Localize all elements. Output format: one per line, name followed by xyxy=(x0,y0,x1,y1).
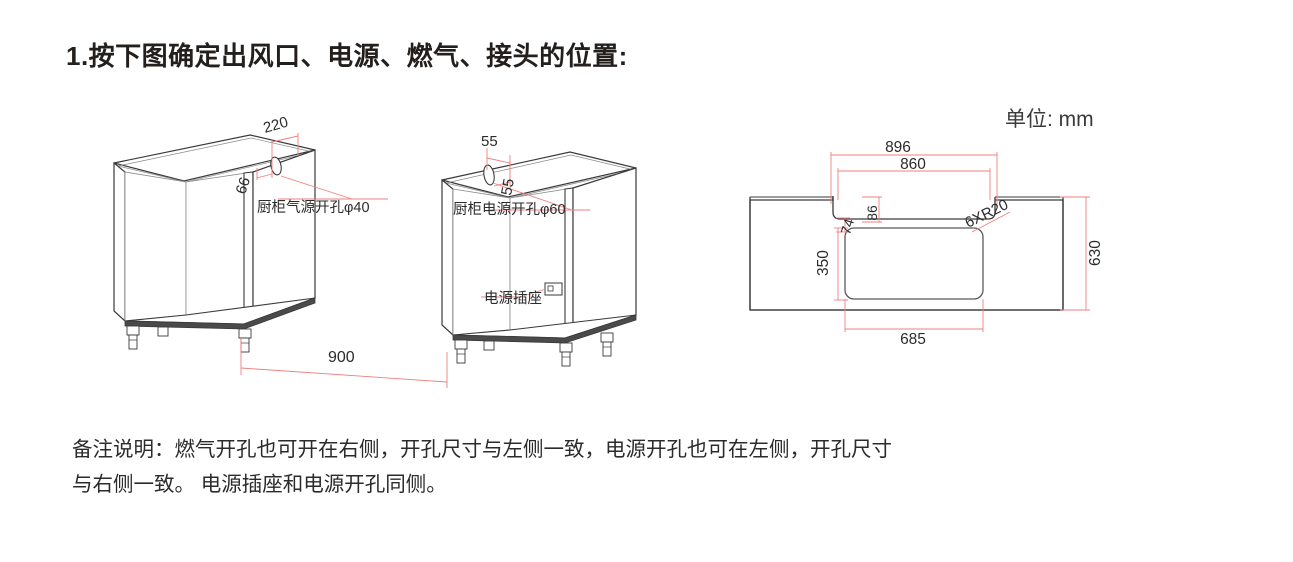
unit-label: 单位: mm xyxy=(1005,108,1094,131)
gas-hole-callout-label: 厨柜气源开孔φ40 xyxy=(257,199,370,216)
dimension-66-label: 66 xyxy=(233,175,254,196)
left-dimension-lines xyxy=(256,133,388,200)
plan-view-group xyxy=(749,152,1090,332)
footer-note: 备注说明：燃气开孔也可开在右侧，开孔尺寸与左侧一致，电源开孔也可在左侧，开孔尺寸… xyxy=(72,432,1182,503)
dimension-900-label: 900 xyxy=(328,349,355,366)
right-cabinet-group xyxy=(441,148,637,367)
plan-counter-outline xyxy=(749,196,1064,311)
dimension-685-label: 685 xyxy=(900,331,926,348)
dimension-896-label: 896 xyxy=(885,139,911,156)
left-cabinet-back-left xyxy=(124,171,187,322)
right-cabinet-front-post xyxy=(564,187,574,340)
page-title: 1.按下图确定出风口、电源、燃气、接头的位置: xyxy=(66,41,628,71)
plan-dimension-lines xyxy=(830,152,1090,332)
plan-cutout-rounded-rect xyxy=(844,227,984,300)
power-hole-callout-label: 厨柜电源开孔φ60 xyxy=(453,201,566,218)
left-cabinet-group xyxy=(113,133,388,353)
gas-hole-opening xyxy=(270,156,282,176)
dimension-350-label: 350 xyxy=(815,250,832,276)
footer-note-line-2: 与右侧一致。 电源插座和电源开孔同侧。 xyxy=(72,473,447,497)
left-cabinet-feet xyxy=(126,325,252,353)
footer-note-line-1: 备注说明：燃气开孔也可开在右侧，开孔尺寸与左侧一致，电源开孔也可在左侧，开孔尺寸 xyxy=(72,438,892,461)
right-dimension-lines xyxy=(481,148,590,298)
dimension-86-label: 86 xyxy=(864,205,880,221)
right-cabinet-right-panel xyxy=(572,167,637,333)
radius-note-label: 6XR20 xyxy=(962,196,1011,231)
power-socket-symbol xyxy=(544,282,563,296)
dimension-55-top-label: 55 xyxy=(481,133,498,150)
dimension-630-label: 630 xyxy=(1087,240,1104,266)
dimension-74-label: 74 xyxy=(837,217,857,237)
plan-recess-outline xyxy=(832,197,996,220)
dimension-220-label: 220 xyxy=(261,114,290,137)
right-cabinet-feet xyxy=(454,332,614,367)
right-cabinet-bottom-edge xyxy=(452,314,637,344)
span-dimension-group xyxy=(240,338,448,388)
left-cabinet-right-panel xyxy=(252,149,316,319)
dimension-55-side-label: 55 xyxy=(498,177,518,196)
right-cabinet-left-panel xyxy=(441,178,454,337)
dimension-860-label: 860 xyxy=(900,156,926,173)
left-cabinet-bottom-edge xyxy=(124,297,316,330)
power-socket-callout-label: 电源插座 xyxy=(484,290,542,307)
left-cabinet-left-panel xyxy=(113,161,126,323)
